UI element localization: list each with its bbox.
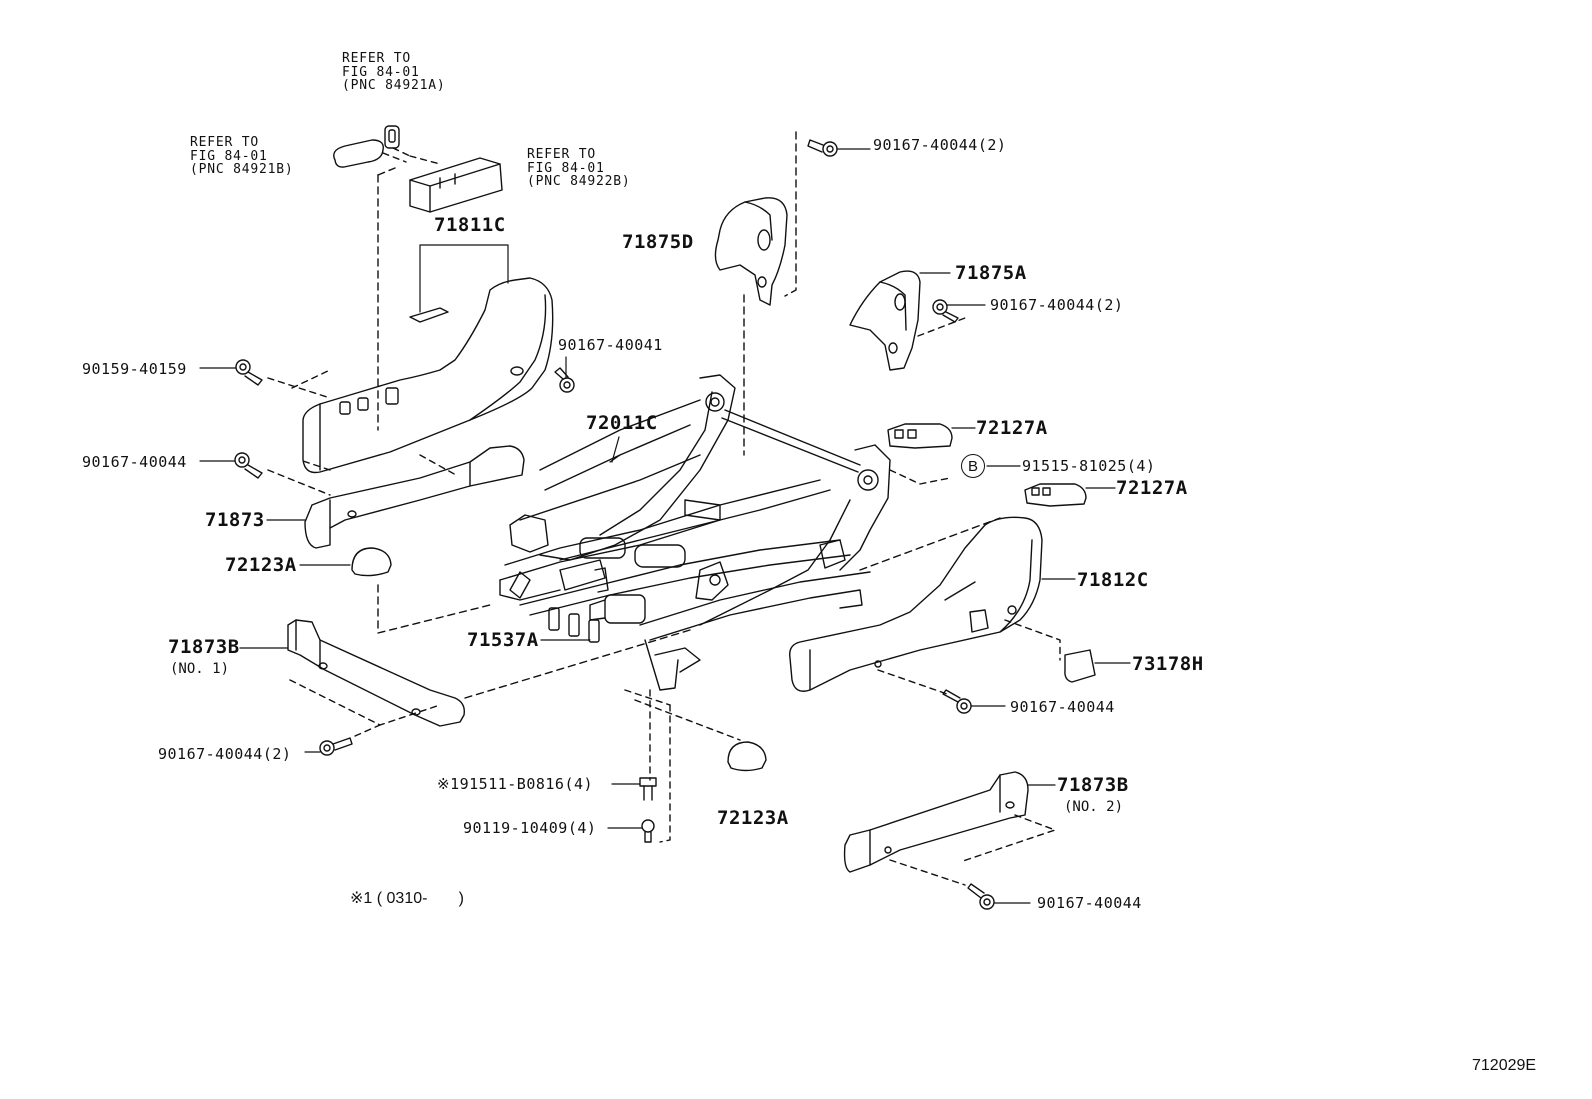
reference-84921b: REFER TO FIG 84-01 (PNC 84921B) [190, 136, 294, 177]
hinge-cover-71875d [714, 197, 788, 306]
label-71873b-no2-sub: (NO. 2) [1064, 799, 1124, 815]
label-71873b-no2: 71873B [1057, 774, 1129, 796]
label-90167-40044-right: 90167-40044 [1010, 698, 1115, 716]
screw-90167-40044-bottom [967, 883, 995, 910]
connector-72127a-2 [1024, 483, 1087, 507]
rail-cover-71873b-no2 [843, 771, 1029, 873]
label-72123a-bottom: 72123A [717, 807, 789, 829]
reference-line: REFER TO [190, 135, 260, 150]
switch-module-84922B [409, 157, 503, 213]
cover-71873 [304, 445, 525, 549]
label-91515-81025: 91515-81025(4) [1022, 457, 1156, 475]
label-72011c: 72011C [586, 412, 658, 434]
label-71537a: 71537A [467, 629, 539, 651]
figure-id: 712029E [1472, 1057, 1537, 1074]
reference-line: FIG 84-01 [527, 160, 605, 176]
screw-90167-40044-left [234, 452, 263, 479]
screw-90167-40044-right [942, 689, 972, 714]
reference-84921a: REFER TO FIG 84-01 (PNC 84921A) [342, 52, 446, 93]
label-72127a-1: 72127A [976, 417, 1048, 439]
label-90167-40041: 90167-40041 [558, 336, 663, 354]
circle-b-marker: B [961, 454, 985, 478]
seat-shield-71812c [789, 516, 1043, 692]
bolt-191511-b0816 [639, 777, 657, 801]
hinge-cover-71875a [849, 270, 921, 371]
label-90159-40159: 90159-40159 [82, 360, 187, 378]
label-72127a-2: 72127A [1116, 477, 1188, 499]
label-90167-40044-2-bottom: 90167-40044(2) [158, 745, 292, 763]
screw-90167-40044-top [807, 139, 838, 157]
footnote: ※1 ( 0310- ) [350, 890, 464, 907]
screw-90167-40044-mid [932, 299, 959, 323]
switch-knob-84921B [333, 139, 384, 168]
label-71812c: 71812C [1077, 569, 1149, 591]
connector-72127a-1 [887, 423, 953, 449]
label-71875a: 71875A [955, 262, 1027, 284]
rail-cover-71873b-no1 [287, 619, 465, 727]
screw-90167-40041 [554, 367, 575, 393]
screw-90167-40044-bottom-left [319, 737, 353, 756]
label-191511-b0816: ※191511-B0816(4) [437, 775, 594, 793]
label-90167-40044-left: 90167-40044 [82, 453, 187, 471]
cap-72123a-bottom [727, 741, 767, 772]
label-90119-10409: 90119-10409(4) [463, 819, 597, 837]
label-71873: 71873 [205, 509, 265, 531]
reference-line: FIG 84-01 [342, 64, 420, 80]
plug-73178h [1064, 649, 1096, 683]
reference-line: (PNC 84922B) [527, 174, 631, 190]
reference-line: REFER TO [342, 51, 412, 66]
switch-knob-84921A [384, 125, 400, 149]
reference-line: REFER TO [527, 147, 597, 162]
seat-frame-72011c [499, 374, 891, 691]
label-90167-40044-bottom: 90167-40044 [1037, 894, 1142, 912]
label-72123a-left: 72123A [225, 554, 297, 576]
label-71873b-no1: 71873B [168, 636, 240, 658]
bolt-90119-10409 [641, 819, 655, 843]
seat-shield-71811c [302, 277, 554, 474]
reference-line: (PNC 84921A) [342, 78, 446, 94]
label-73178h: 73178H [1132, 653, 1204, 675]
label-71811c: 71811C [434, 214, 506, 236]
label-90167-40044-2-top: 90167-40044(2) [873, 136, 1007, 154]
reference-84922b: REFER TO FIG 84-01 (PNC 84922B) [527, 148, 631, 189]
clips-71537a [548, 607, 600, 643]
reference-line: FIG 84-01 [190, 148, 268, 164]
cap-72123a-left [351, 547, 392, 577]
reference-line: (PNC 84921B) [190, 162, 294, 178]
screw-90159-40159 [235, 359, 263, 386]
label-71873b-no1-sub: (NO. 1) [170, 661, 230, 677]
label-90167-40044-2-mid: 90167-40044(2) [990, 296, 1124, 314]
label-71875d: 71875D [622, 231, 694, 253]
shield-slot [409, 307, 449, 323]
